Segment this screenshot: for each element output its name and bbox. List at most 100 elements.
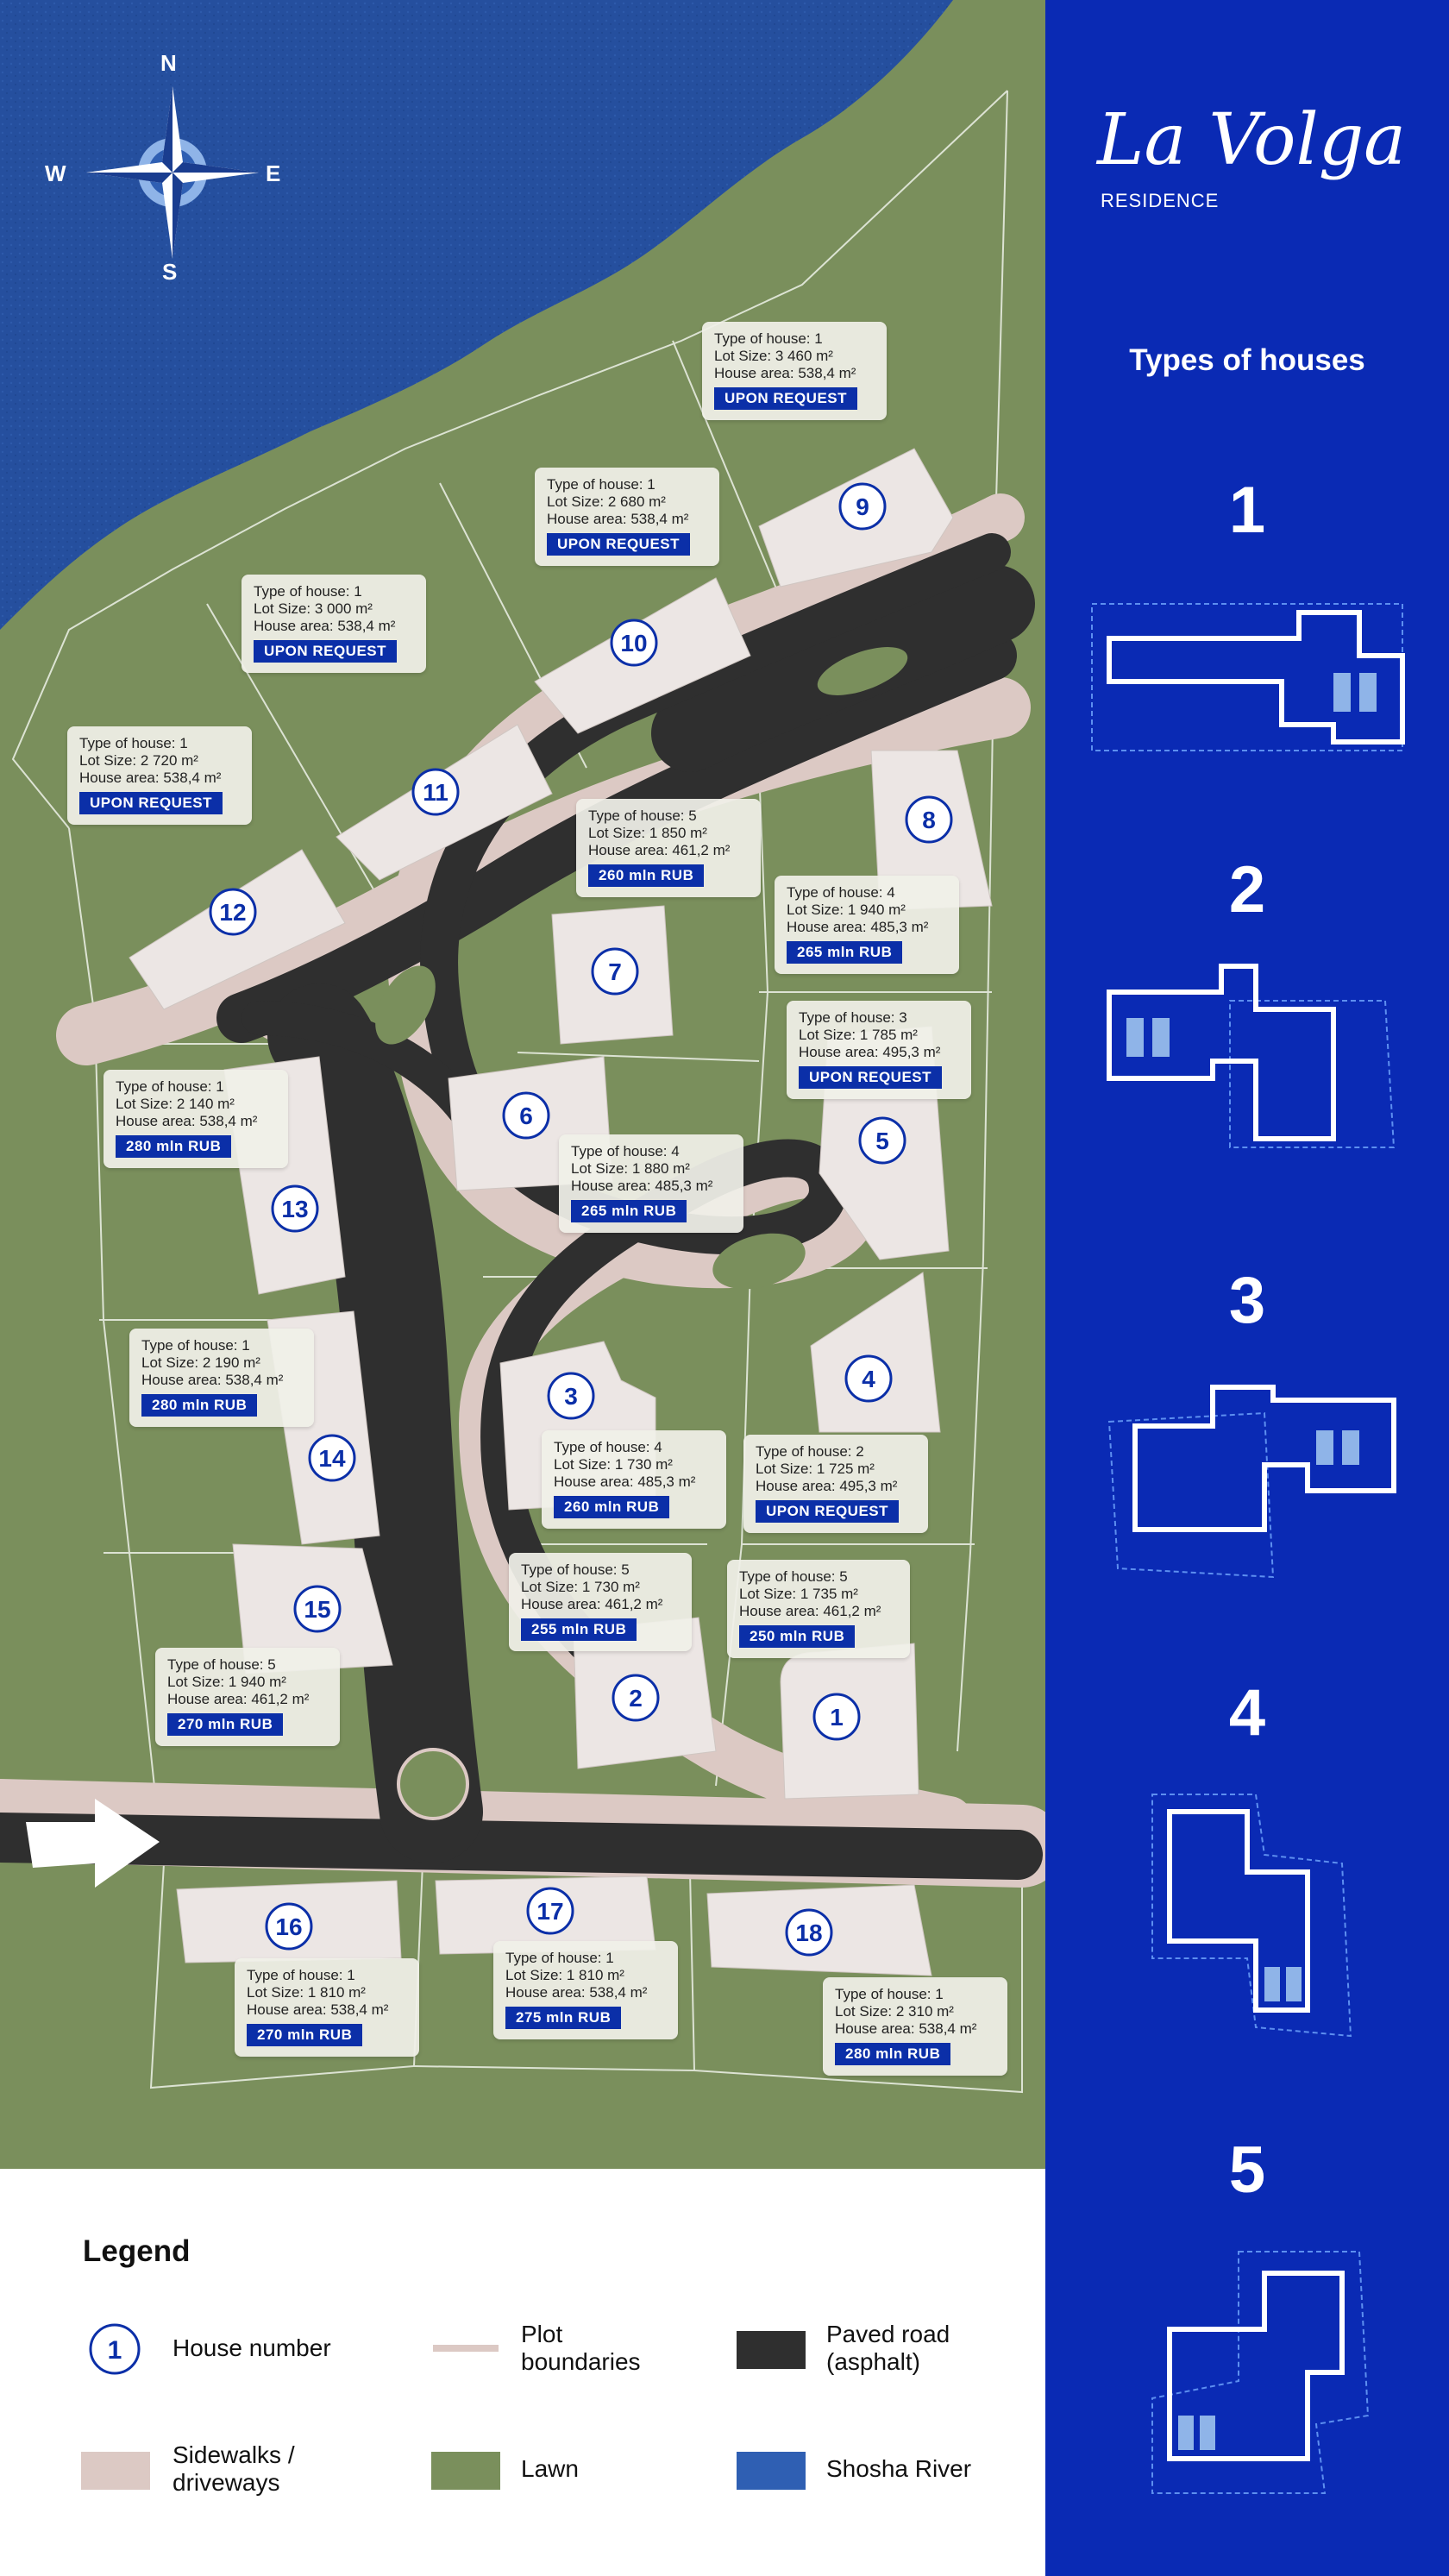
house-number: 1	[830, 1704, 844, 1731]
house-marker-4[interactable]	[844, 1354, 893, 1403]
legend-lawn-label: Lawn	[521, 2455, 579, 2482]
lawn-island	[375, 965, 436, 1045]
compass-south: S	[162, 259, 178, 285]
house-info-16[interactable]: Type of house: 1 Lot Size: 1 810 m² Hous…	[235, 1958, 419, 2057]
house-area: House area: 538,4 m²	[254, 618, 396, 634]
legend-plot-label-1: Plot	[521, 2321, 563, 2347]
legend-sidewalk-label-2: driveways	[172, 2469, 280, 2496]
lot-size: Lot Size: 1 730 m²	[554, 1456, 673, 1473]
house-info-11[interactable]: Type of house: 1 Lot Size: 3 000 m² Hous…	[242, 575, 426, 673]
house-info-3[interactable]: Type of house: 4 Lot Size: 1 730 m² Hous…	[542, 1430, 726, 1529]
house-area: House area: 538,4 m²	[79, 770, 222, 786]
house-marker-15[interactable]	[293, 1585, 342, 1633]
entrance-arrow	[26, 1799, 160, 1888]
house-type-number: 5	[1228, 2133, 1266, 2207]
house-info-17[interactable]: Type of house: 1 Lot Size: 1 810 m² Hous…	[493, 1941, 678, 2039]
house-marker-18[interactable]	[785, 1908, 833, 1957]
house-type: Type of house: 1	[254, 583, 362, 600]
price-badge: UPON REQUEST	[756, 1500, 900, 1523]
house-number: 16	[275, 1913, 302, 1940]
house-marker-12[interactable]	[209, 888, 257, 936]
house-area: House area: 461,2 m²	[167, 1691, 310, 1707]
house-info-5[interactable]: Type of house: 3 Lot Size: 1 785 m² Hous…	[787, 1001, 971, 1099]
house-number: 9	[856, 493, 869, 520]
house-area: House area: 538,4 m²	[116, 1113, 258, 1129]
house-marker-10[interactable]	[610, 619, 658, 667]
house-type: Type of house: 5	[521, 1561, 630, 1578]
house-marker-1[interactable]	[812, 1693, 861, 1741]
house-type: Type of house: 1	[116, 1078, 224, 1095]
house-info-8[interactable]: Type of house: 4 Lot Size: 1 940 m² Hous…	[775, 876, 959, 974]
lot-size: Lot Size: 1 940 m²	[787, 902, 906, 918]
legend-sidewalk-swatch	[81, 2452, 150, 2490]
house-area: House area: 538,4 m²	[247, 2001, 389, 2018]
lot-size: Lot Size: 1 880 m²	[571, 1160, 690, 1177]
compass-rose-icon	[86, 86, 259, 259]
price-badge: 255 mln RUB	[521, 1618, 637, 1641]
house-marker-11[interactable]	[411, 768, 460, 816]
house-info-2[interactable]: Type of house: 5 Lot Size: 1 730 m² Hous…	[509, 1553, 692, 1651]
house-info-6[interactable]: Type of house: 4 Lot Size: 1 880 m² Hous…	[559, 1134, 743, 1233]
price-badge: UPON REQUEST	[79, 792, 223, 814]
lot-size: Lot Size: 2 720 m²	[79, 752, 198, 769]
house-marker-6[interactable]	[502, 1091, 550, 1140]
house-info-13[interactable]: Type of house: 1 Lot Size: 2 140 m² Hous…	[104, 1070, 288, 1168]
house-info-14[interactable]: Type of house: 1 Lot Size: 2 190 m² Hous…	[129, 1329, 314, 1427]
lot-size: Lot Size: 2 190 m²	[141, 1354, 260, 1371]
house-area: House area: 495,3 m²	[799, 1044, 941, 1060]
house-type: Type of house: 2	[756, 1443, 864, 1460]
house-type: Type of house: 1	[714, 330, 823, 347]
price-badge: 280 mln RUB	[116, 1135, 232, 1158]
floor-plan-type-2-icon	[1107, 964, 1396, 1148]
compass-west: W	[45, 160, 66, 186]
house-number: 4	[862, 1366, 875, 1392]
house-marker-7[interactable]	[591, 947, 639, 996]
shosha-river	[0, 0, 953, 630]
house-marker-2[interactable]	[612, 1674, 660, 1722]
house-area: House area: 538,4 m²	[835, 2020, 977, 2037]
house-type: Type of house: 4	[571, 1143, 680, 1159]
house-marker-13[interactable]	[271, 1184, 319, 1233]
house-info-4[interactable]: Type of house: 2 Lot Size: 1 725 m² Hous…	[743, 1435, 928, 1533]
price-badge: 270 mln RUB	[247, 2024, 363, 2046]
house-type: Type of house: 1	[141, 1337, 250, 1354]
house-marker-3[interactable]	[547, 1372, 595, 1420]
house-marker-17[interactable]	[526, 1887, 574, 1935]
house-info-15[interactable]: Type of house: 5 Lot Size: 1 940 m² Hous…	[155, 1648, 340, 1746]
lot-size: Lot Size: 1 735 m²	[739, 1586, 858, 1602]
legend-plot-label-2: boundaries	[521, 2348, 641, 2375]
house-marker-14[interactable]	[308, 1434, 356, 1482]
price-badge: 270 mln RUB	[167, 1713, 284, 1736]
house-info-12[interactable]: Type of house: 1 Lot Size: 2 720 m² Hous…	[67, 726, 252, 825]
house-marker-5[interactable]	[858, 1116, 906, 1165]
house-type: Type of house: 1	[79, 735, 188, 751]
site-map: N S W E 1 2 3 4 5 6 7 8 9 10 11 12 13 14	[0, 0, 1063, 2169]
floor-plan-type-4-icon	[1151, 1794, 1352, 2038]
house-number: 8	[922, 807, 936, 833]
lot-size: Lot Size: 3 460 m²	[714, 348, 833, 364]
house-marker-8[interactable]	[905, 795, 953, 844]
legend-river-label: Shosha River	[826, 2455, 972, 2482]
house-type: Type of house: 3	[799, 1009, 907, 1026]
house-info-1[interactable]: Type of house: 5 Lot Size: 1 735 m² Hous…	[727, 1560, 910, 1658]
house-type: Type of house: 4	[787, 884, 895, 901]
house-marker-9[interactable]	[838, 482, 887, 531]
house-info-7[interactable]: Type of house: 5 Lot Size: 1 850 m² Hous…	[576, 799, 761, 897]
house-area: House area: 538,4 m²	[547, 511, 689, 527]
house-markers: 1 2 3 4 5 6 7 8 9 10 11 12 13 14 15 16 1…	[209, 482, 953, 1957]
house-area: House area: 538,4 m²	[141, 1372, 284, 1388]
house-number: 13	[281, 1196, 308, 1222]
house-info-18[interactable]: Type of house: 1 Lot Size: 2 310 m² Hous…	[823, 1977, 1007, 2076]
house-type: Type of house: 1	[505, 1950, 614, 1966]
legend-house-number-icon: 1	[89, 2323, 141, 2375]
price-badge: 260 mln RUB	[554, 1496, 670, 1518]
house-marker-16[interactable]	[265, 1902, 313, 1951]
price-badge: 280 mln RUB	[835, 2043, 951, 2065]
house-info-9[interactable]: Type of house: 1 Lot Size: 3 460 m² Hous…	[702, 322, 887, 420]
house-info-10[interactable]: Type of house: 1 Lot Size: 2 680 m² Hous…	[535, 468, 719, 566]
lot-size: Lot Size: 1 785 m²	[799, 1027, 918, 1043]
house-type: Type of house: 5	[739, 1568, 848, 1585]
compass-east: E	[266, 160, 281, 186]
house-area: House area: 538,4 m²	[714, 365, 856, 381]
legend-road-swatch	[737, 2331, 806, 2369]
